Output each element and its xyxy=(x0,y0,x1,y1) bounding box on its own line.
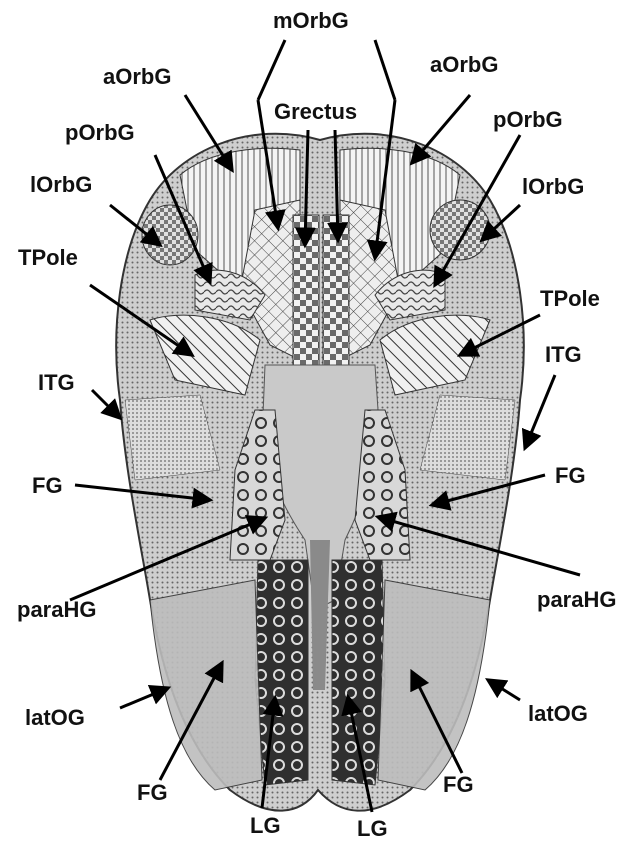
arrow-ITG-left xyxy=(92,390,120,418)
label-LG-left: LG xyxy=(250,813,281,838)
label-lOrbG-right: lOrbG xyxy=(522,174,584,199)
label-Grectus: Grectus xyxy=(274,99,357,124)
arrow-latOG-left xyxy=(120,688,168,708)
label-aOrbG-right: aOrbG xyxy=(430,52,498,77)
arrow-latOG-right xyxy=(488,680,520,700)
label-mOrbG: mOrbG xyxy=(273,8,349,33)
label-FG-bottom-left: FG xyxy=(137,780,168,805)
label-paraHG-left: paraHG xyxy=(17,597,96,622)
label-ITG-right: ITG xyxy=(545,342,582,367)
label-ITG-left: ITG xyxy=(38,370,75,395)
label-FG-bottom-right: FG xyxy=(443,772,474,797)
label-pOrbG-right: pOrbG xyxy=(493,107,563,132)
label-pOrbG-left: pOrbG xyxy=(65,120,135,145)
label-aOrbG-left: aOrbG xyxy=(103,64,171,89)
arrow-ITG-right xyxy=(525,375,555,448)
label-lOrbG-left: lOrbG xyxy=(30,172,92,197)
label-LG-right: LG xyxy=(357,816,388,841)
label-TPole-left: TPole xyxy=(18,245,78,270)
label-FG-mid-left: FG xyxy=(32,473,63,498)
label-FG-mid-right: FG xyxy=(555,463,586,488)
label-latOG-left: latOG xyxy=(25,705,85,730)
label-latOG-right: latOG xyxy=(528,701,588,726)
label-TPole-right: TPole xyxy=(540,286,600,311)
arrow-mOrbG-split-left xyxy=(258,40,285,100)
arrow-mOrbG-split-right xyxy=(375,40,395,100)
label-paraHG-right: paraHG xyxy=(537,587,616,612)
